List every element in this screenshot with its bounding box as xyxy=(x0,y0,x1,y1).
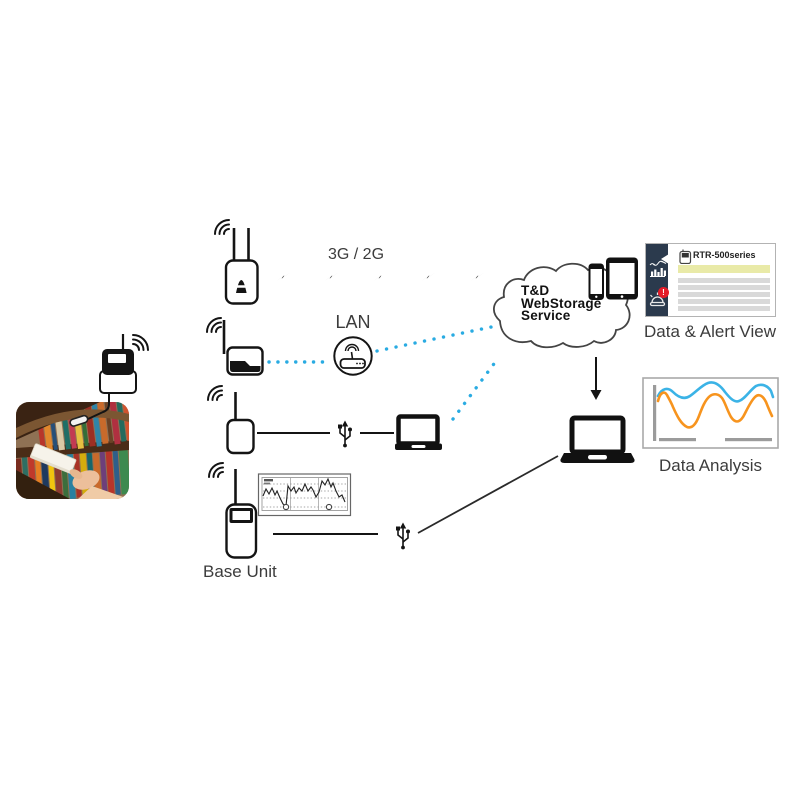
list-row xyxy=(678,292,770,297)
bar-chart-icon xyxy=(649,260,667,277)
lan-router-icon xyxy=(333,336,373,376)
data-alert-panel: ! RTR-500series xyxy=(645,243,776,317)
tablet-icon xyxy=(606,257,638,300)
wireless-waves-icon xyxy=(206,317,222,333)
cloud-label-line3: Service xyxy=(521,308,571,323)
list-row xyxy=(678,278,770,283)
speech-pointer xyxy=(661,254,669,264)
wireless-waves-icon xyxy=(214,219,230,235)
wireless-waves-icon xyxy=(208,462,224,478)
down-arrow xyxy=(590,357,602,400)
data-analysis-chart xyxy=(642,377,779,449)
cloud-label-line2: WebStorage xyxy=(521,295,602,311)
handheld-base-unit-device xyxy=(208,462,258,559)
lightning-bolt-icon xyxy=(276,272,290,282)
cloud-label-line1: T&D xyxy=(521,283,550,298)
library-photo xyxy=(16,402,129,499)
device-list-icon xyxy=(679,249,692,264)
alert-badge-text: ! xyxy=(662,288,665,297)
list-row xyxy=(678,285,770,290)
usb-base-unit-device xyxy=(207,385,255,455)
list-row xyxy=(678,299,770,304)
chart-line-blue xyxy=(656,381,775,403)
cloud-service-label: T&D WebStorage Service xyxy=(521,283,602,323)
usb-icon xyxy=(338,420,352,448)
wireless-waves-icon xyxy=(132,334,149,351)
device-series-title: RTR-500series xyxy=(693,250,756,260)
laptop-icon-right xyxy=(560,415,635,463)
usb-icon xyxy=(396,522,410,550)
lightning-bolt-icon xyxy=(470,272,484,282)
list-row xyxy=(678,306,770,311)
lan-base-unit-device xyxy=(206,317,264,376)
dotted-link-router-cloud xyxy=(375,324,498,353)
chart-line-orange xyxy=(656,391,774,429)
laptop-icon-center xyxy=(395,414,442,450)
sensor-probe xyxy=(69,414,89,427)
data-analysis-label: Data Analysis xyxy=(659,456,762,475)
base-unit-label: Base Unit xyxy=(203,562,277,581)
wireless-waves-icon xyxy=(207,385,223,401)
lightning-bolt-icon xyxy=(373,272,387,282)
tiny-scale-marks xyxy=(264,479,273,482)
alert-badge: ! xyxy=(658,287,669,298)
recorder-chart-thumbnail xyxy=(257,473,352,517)
network-3g2g-label: 3G / 2G xyxy=(327,246,385,263)
cellular-base-unit-device xyxy=(214,219,259,305)
link-usb-to-pc xyxy=(417,455,559,534)
lightning-bolt-icon xyxy=(324,272,338,282)
highlighted-row xyxy=(678,265,770,273)
data-alert-view-label: Data & Alert View xyxy=(644,322,776,341)
lightning-bolt-icon xyxy=(421,272,435,282)
data-logger-device xyxy=(69,334,149,427)
tiny-scale-marks xyxy=(264,482,270,485)
smartphone-icon xyxy=(588,263,604,300)
lan-label: LAN xyxy=(335,312,371,332)
dotted-link-laptop-cloud xyxy=(451,355,501,421)
